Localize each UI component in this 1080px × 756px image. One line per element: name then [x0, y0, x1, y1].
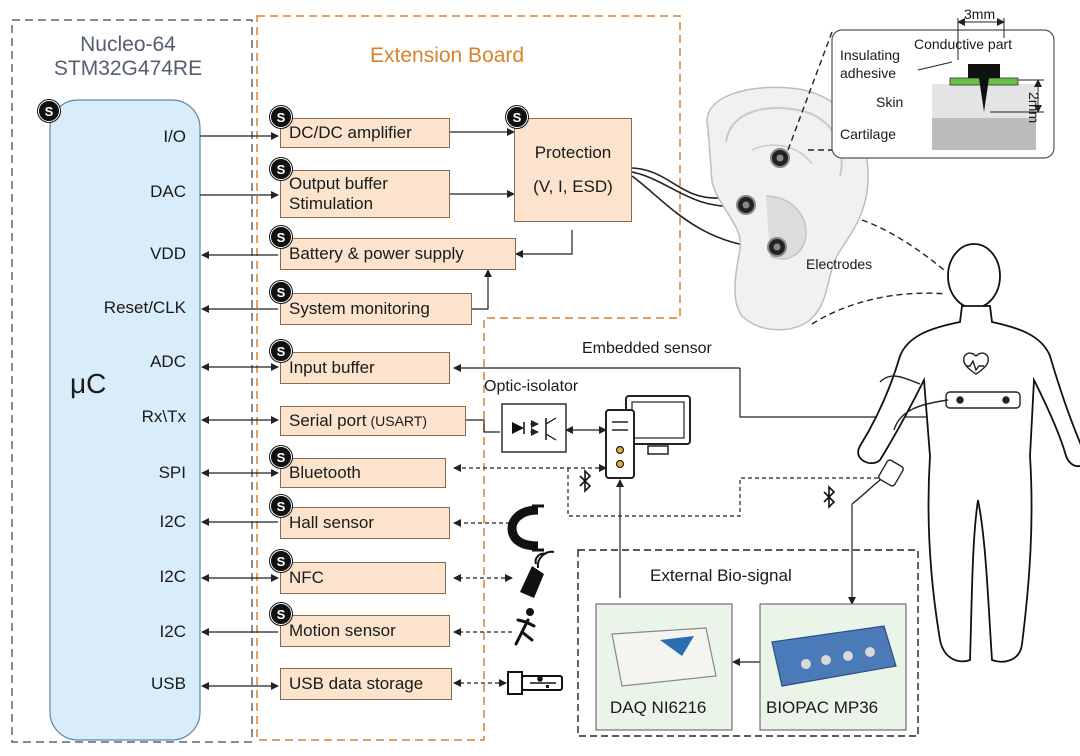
electrode-cap — [968, 64, 1000, 78]
dcdc-s-badge: S — [270, 106, 292, 128]
motion-s-badge: S — [270, 603, 292, 625]
battery-s-badge: S — [270, 226, 292, 248]
signal-adc: ADC — [150, 352, 186, 371]
wireless-links — [453, 464, 890, 687]
input-buffer-s-badge: S — [270, 340, 292, 362]
detail-callout-lines — [787, 31, 947, 325]
external-biosignal-title: External Bio-signal — [650, 566, 792, 585]
input-buffer-label: Input buffer — [289, 358, 375, 377]
output-buffer-block: Output buffer Stimulation — [280, 170, 450, 218]
electrode-dots — [736, 148, 790, 257]
biopac-label: BIOPAC MP36 — [766, 698, 879, 717]
signal-dac: DAC — [150, 182, 186, 201]
serial-port-block: Serial port (USART) — [280, 406, 466, 436]
daq-label: DAQ NI6216 — [610, 698, 707, 717]
signal-vdd: VDD — [150, 244, 186, 263]
cartilage-layer — [932, 118, 1036, 150]
dimension-width-label: 3mm — [964, 6, 996, 22]
bluetooth-s-badge: S — [270, 446, 292, 468]
usb-storage-block: USB data storage — [280, 668, 452, 700]
skin-label: Skin — [876, 94, 904, 110]
hall-s-badge: S — [270, 495, 292, 517]
optic-isolator-label: Optic-isolator — [484, 378, 579, 395]
hall-sensor-label: Hall sensor — [289, 513, 375, 532]
daq-device — [611, 627, 717, 687]
mcu-label: μC — [70, 368, 107, 399]
battery-power-block: Battery & power supply — [280, 238, 516, 270]
nucleo-title-line2: STM32G474RE — [53, 57, 203, 80]
nfc-label: NFC — [289, 568, 324, 587]
signal-i2c-motion: I2C — [159, 622, 186, 641]
dcdc-amplifier-block: DC/DC amplifier — [280, 118, 450, 148]
mcu-body — [49, 99, 201, 741]
system-monitoring-label: System monitoring — [289, 299, 430, 318]
nfc-s-badge: S — [270, 550, 292, 572]
computer-icon — [605, 395, 691, 479]
signal-rx-tx: Rx\Tx — [141, 407, 186, 426]
nucleo-title-line1: Nucleo-64 — [80, 33, 176, 56]
ear-illustration — [706, 86, 869, 331]
signal-i2c-nfc: I2C — [159, 567, 186, 586]
running-person-icon — [514, 608, 536, 646]
signal-connections — [200, 132, 279, 690]
nfc-tap-icon — [520, 550, 555, 598]
hall-sensor-block: Hall sensor — [280, 507, 450, 539]
usb-storage-label: USB data storage — [289, 674, 424, 693]
embedded-sensor-label: Embedded sensor — [582, 340, 712, 357]
optic-isolator-symbol — [501, 403, 567, 453]
insulating-label-1: Insulating — [840, 47, 900, 63]
signal-i2c-hall: I2C — [159, 512, 186, 531]
human-body-outline — [857, 243, 1080, 663]
motion-sensor-label: Motion sensor — [289, 621, 396, 640]
external-biosignal-frame — [577, 549, 919, 737]
dimension-lines — [917, 18, 1044, 113]
signal-spi: SPI — [158, 463, 186, 482]
serial-port-label: Serial port — [289, 411, 367, 430]
battery-power-label: Battery & power supply — [289, 244, 464, 263]
electrodes-label: Electrodes — [806, 256, 873, 272]
signal-reset-clk: Reset/CLK — [103, 298, 186, 317]
protection-label-2: (V, I, ESD) — [533, 177, 613, 196]
internal-wiring — [450, 128, 960, 666]
bluetooth-label: Bluetooth — [289, 463, 361, 482]
nucleo-frame — [11, 19, 253, 743]
insulating-label-2: adhesive — [840, 65, 897, 81]
output-buffer-s-badge: S — [270, 158, 292, 180]
nfc-block: NFC — [280, 562, 446, 594]
extension-board-frame — [256, 15, 681, 741]
body-sensors — [851, 352, 1021, 505]
mcu-s-badge: S — [38, 100, 60, 122]
monitoring-s-badge: S — [270, 281, 292, 303]
signal-io: I/O — [163, 127, 186, 146]
output-buffer-label-1: Output buffer — [289, 174, 388, 193]
protection-s-badge: S — [506, 106, 528, 128]
magnet-icon — [507, 504, 544, 552]
insulating-adhesive-label: Insulating adhesive — [840, 46, 900, 82]
nucleo-title: Nucleo-64 STM32G474RE — [48, 33, 208, 81]
system-monitoring-block: System monitoring — [280, 293, 472, 325]
extension-board-title: Extension Board — [370, 44, 525, 67]
protection-label-1: Protection — [534, 143, 612, 162]
signal-usb: USB — [151, 674, 186, 693]
protection-block: Protection (V, I, ESD) — [514, 118, 632, 222]
motion-sensor-block: Motion sensor — [280, 615, 450, 647]
output-buffer-label-2: Stimulation — [289, 194, 374, 213]
electrode-needle — [979, 78, 989, 112]
serial-port-sublabel: (USART) — [370, 413, 428, 429]
biopac-device — [771, 625, 897, 687]
input-buffer-block: Input buffer — [280, 352, 450, 384]
cartilage-label: Cartilage — [840, 126, 897, 142]
dcdc-amplifier-label: DC/DC amplifier — [289, 123, 412, 142]
usb-plug-icon — [507, 671, 563, 695]
bluetooth-block: Bluetooth — [280, 458, 446, 488]
dimension-depth-label: 2mm — [1026, 92, 1042, 124]
conductive-part-label: Conductive part — [914, 36, 1013, 52]
